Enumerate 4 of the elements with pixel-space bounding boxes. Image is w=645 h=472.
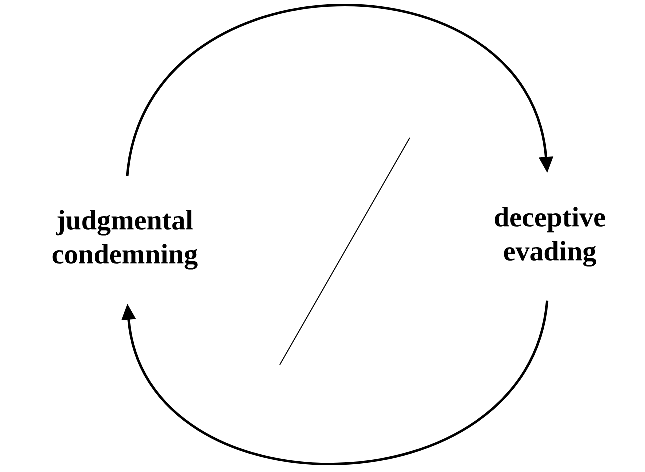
text-label: deceptive evading xyxy=(495,207,606,267)
curved-arrow xyxy=(126,4,554,176)
curved-arrow xyxy=(122,300,549,466)
text-label: judgmental condemning xyxy=(52,210,198,270)
